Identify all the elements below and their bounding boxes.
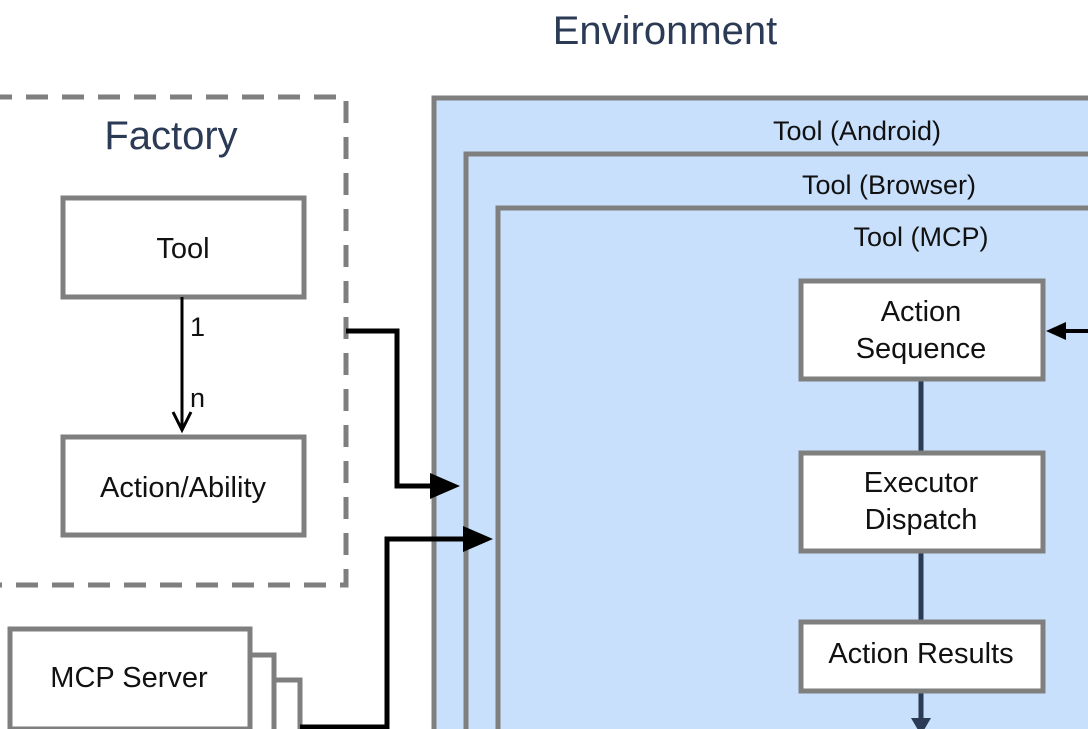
mcp-server-to-tool-arrowhead (463, 526, 493, 552)
factory-title: Factory (104, 114, 237, 158)
tool-browser-label: Tool (Browser) (802, 170, 976, 200)
relation-cardinality-one: 1 (190, 312, 205, 342)
relation-cardinality-many: n (190, 383, 205, 413)
action-ability-label: Action/Ability (100, 472, 267, 504)
action-results-label: Action Results (828, 638, 1013, 670)
executor-dispatch-label-line2: Dispatch (865, 504, 978, 536)
tool-mcp-label: Tool (MCP) (853, 222, 988, 252)
pipeline-arrow-down (911, 718, 931, 729)
factory-to-environment-connector (346, 328, 440, 489)
factory-container (0, 94, 349, 588)
action-results-box (798, 619, 1046, 694)
executor-dispatch-label-line1: Executor (864, 467, 979, 499)
action-sequence-label-line1: Action (881, 296, 962, 328)
executor-dispatch-box (798, 450, 1046, 554)
mcp-server-label: MCP Server (50, 662, 208, 694)
factory-to-environment-arrowhead (430, 473, 460, 499)
mcp-server-box (7, 626, 253, 729)
tool-to-action-arrowhead (171, 411, 193, 434)
environment-title: Environment (553, 9, 778, 53)
action-sequence-box (798, 278, 1046, 382)
mcp-server-to-tool-connector (300, 536, 473, 729)
factory-tool-box (60, 195, 307, 300)
action-sequence-label-line2: Sequence (856, 333, 987, 365)
tool-android-label: Tool (Android) (773, 116, 941, 146)
action-ability-box (60, 434, 307, 538)
incoming-arrowhead-right (1046, 322, 1066, 340)
factory-tool-label: Tool (156, 233, 209, 265)
